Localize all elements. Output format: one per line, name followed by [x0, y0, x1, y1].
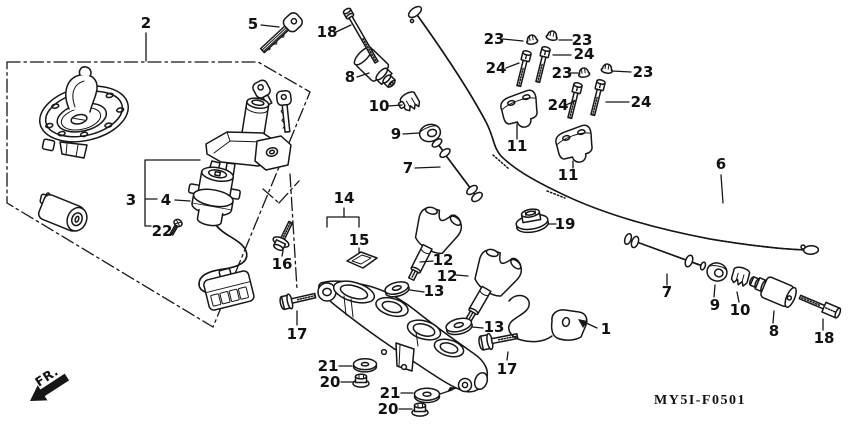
bridge-bolt — [279, 292, 317, 311]
handle-holder-upper — [500, 89, 538, 128]
handle-holder-bolts — [516, 46, 606, 120]
grip-clamp-left — [397, 91, 421, 112]
part-callout-24-9: 24 — [486, 59, 507, 77]
front-arrow-icon — [30, 373, 70, 401]
switch-screw — [169, 218, 183, 236]
part-callout-7-25: 7 — [662, 283, 672, 301]
diagram-code: MY5I-F0501 — [654, 393, 746, 408]
steering-stem-nut — [515, 208, 550, 234]
part-callout-13-24: 13 — [484, 318, 505, 336]
top-bridge — [317, 280, 489, 393]
part-callout-7-6: 7 — [403, 159, 413, 177]
assembly-axis-lines — [262, 173, 300, 290]
part-callout-9-5: 9 — [391, 125, 401, 143]
part-callout-24-10: 24 — [574, 45, 595, 63]
leader-arrowhead — [578, 319, 588, 328]
part-callout-10-4: 10 — [369, 97, 390, 115]
part-callout-24-14: 24 — [631, 93, 652, 111]
part-callout-14-19: 14 — [334, 189, 355, 207]
handle-post — [407, 206, 463, 281]
part-callout-23-8: 23 — [572, 31, 593, 49]
grip-pipe-left — [431, 138, 483, 203]
fuel-filler-cap — [38, 66, 130, 159]
bar-end-weight-left — [353, 46, 396, 89]
spare-key — [259, 12, 303, 54]
part-callout-2-0: 2 — [141, 14, 151, 32]
part-callout-17-32: 17 — [287, 325, 308, 343]
part-callout-8-3: 8 — [345, 68, 355, 86]
part-callout-17-33: 17 — [497, 360, 518, 378]
knurl-band — [546, 190, 566, 199]
part-callout-19-18: 19 — [555, 215, 576, 233]
front-direction-marker: FR. — [30, 363, 70, 401]
part-callout-15-20: 15 — [349, 231, 370, 249]
part-callout-6-17: 6 — [716, 155, 726, 173]
part-callout-1-30: 1 — [601, 320, 611, 338]
part-callout-4-39: 4 — [161, 191, 171, 209]
part-callout-22-40: 22 — [152, 222, 173, 240]
handle-holder-caps — [526, 30, 613, 78]
part-callout-11-15: 11 — [507, 137, 528, 155]
part-callout-3-38: 3 — [126, 191, 136, 209]
part-callout-9-26: 9 — [710, 296, 720, 314]
part-callout-13-23: 13 — [424, 282, 445, 300]
harness-band-clip — [508, 294, 588, 343]
handle-holder-upper — [555, 124, 593, 163]
harness-connector — [203, 267, 255, 311]
grip-ring-left — [418, 123, 442, 143]
leader-arrowhead — [447, 387, 458, 392]
part-callout-18-2: 18 — [317, 23, 338, 41]
bridge-washer — [352, 358, 378, 373]
grip-pipe-right — [623, 232, 707, 271]
weight-bolt-right — [798, 294, 842, 319]
bridge-nut — [411, 402, 429, 417]
ignition-lock-upper — [205, 79, 292, 178]
part-callout-12-21: 12 — [433, 251, 454, 269]
part-callout-18-29: 18 — [814, 329, 835, 347]
bar-end-weight-right — [748, 276, 797, 308]
part-callout-21-36: 21 — [380, 384, 401, 402]
bridge-nut — [352, 373, 370, 388]
callout-leader-lines — [144, 24, 824, 410]
helmet-lock — [37, 192, 88, 232]
grip-ring-right — [706, 262, 728, 282]
part-callout-11-16: 11 — [558, 166, 579, 184]
bridge-washer — [413, 387, 441, 404]
wire-clip-plate — [346, 251, 378, 269]
part-callout-23-12: 23 — [633, 63, 654, 81]
part-callout-24-13: 24 — [548, 96, 569, 114]
ignition-switch-body — [187, 166, 255, 311]
switch-mount-bolt — [272, 220, 294, 252]
lock-set-group-outline — [6, 61, 311, 328]
part-callout-10-27: 10 — [730, 301, 751, 319]
bridge-bolt — [478, 332, 519, 351]
part-callout-16-31: 16 — [272, 255, 293, 273]
knurl-band — [492, 154, 510, 170]
part-callout-21-34: 21 — [318, 357, 339, 375]
grip-clamp-right — [730, 266, 751, 287]
part-callout-8-28: 8 — [769, 322, 779, 340]
part-callout-23-7: 23 — [484, 30, 505, 48]
part-callout-23-11: 23 — [552, 64, 573, 82]
post-washer — [445, 317, 473, 336]
handlebar-pipe — [407, 5, 820, 255]
handle-post — [465, 248, 523, 323]
weight-bolt-left — [342, 7, 379, 64]
part-callout-20-35: 20 — [320, 373, 341, 391]
part-callout-20-37: 20 — [378, 400, 399, 418]
post-washer — [384, 281, 410, 298]
part-callout-12-22: 12 — [437, 267, 458, 285]
part-callout-5-1: 5 — [248, 15, 258, 33]
